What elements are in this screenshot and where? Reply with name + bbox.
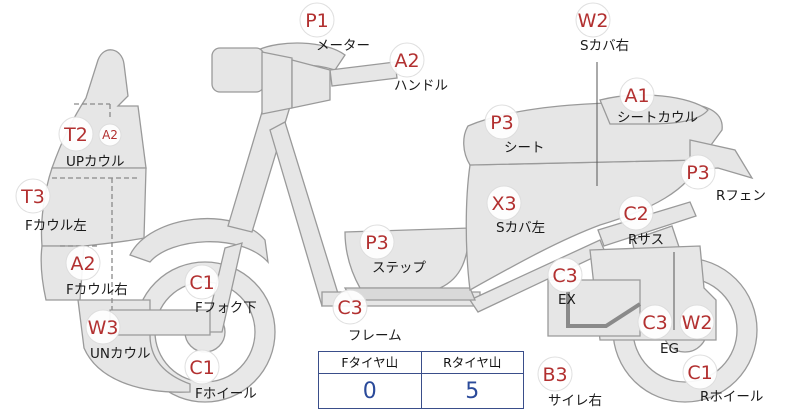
code-muffler-right: B3 [542, 364, 567, 386]
label-r-sus: Rサス [628, 232, 664, 248]
code-seat-cowl: A1 [624, 85, 649, 107]
code-s-cover-right: W2 [578, 10, 609, 32]
tread-value-front: 0 [319, 374, 422, 409]
code-s-cover-left-badge [486, 185, 522, 221]
leader-lines [596, 62, 675, 330]
label-un-cowl: UNカウル [90, 346, 150, 362]
label-f-cowl-left: Fカウル左 [25, 218, 87, 234]
code-un-cowl: W3 [88, 317, 119, 339]
code-handle: A2 [394, 50, 419, 72]
s-cover-left-shape [465, 159, 701, 292]
code-r-fender-badge [680, 154, 716, 190]
tread-header-front: Fタイヤ山 [319, 352, 422, 373]
code-handle-badge [389, 42, 425, 78]
up-cowl-shape [51, 49, 147, 169]
code-f-wheel-badge [184, 349, 220, 385]
code2-eg: W2 [682, 312, 713, 334]
code-r-sus: C2 [623, 203, 648, 225]
code-r-wheel-badge [682, 354, 718, 390]
label-s-cover-right: Sカバ右 [580, 38, 629, 54]
code-seat: P3 [490, 112, 514, 134]
code-f-cowl-right: A2 [70, 253, 95, 275]
label-step: ステップ [372, 260, 426, 276]
label-f-fork-lower: Fフォク下 [195, 300, 257, 316]
code-step-badge [359, 224, 395, 260]
f-cowl-left-shape [40, 167, 147, 247]
code-f-cowl-right-badge [65, 245, 101, 281]
code-s-cover-right-badge [575, 2, 611, 38]
code-seat-cowl-badge [619, 77, 655, 113]
tread-table: Fタイヤ山 Rタイヤ山 0 5 [318, 351, 524, 409]
handle-shape [329, 61, 398, 87]
code-up-cowl-badge [58, 116, 94, 152]
label-seat-cowl: シートカウル [617, 110, 698, 126]
code-meter-badge [299, 2, 335, 38]
subcode-up-cowl-badge [98, 123, 122, 147]
code-ex: C3 [552, 265, 577, 287]
code-up-cowl: T2 [63, 124, 88, 146]
code-r-fender: P3 [686, 162, 710, 184]
label-r-wheel: Rホイール [700, 389, 763, 405]
code-eg: C3 [642, 312, 667, 334]
tread-value-rear: 5 [465, 379, 480, 404]
label-meter: メーター [316, 38, 370, 54]
code-frame: C3 [337, 297, 362, 319]
label-up-cowl: UPカウル [66, 154, 125, 170]
label-f-wheel: Fホイール [195, 386, 257, 402]
headlight-shape [211, 47, 331, 115]
code-step: P3 [365, 232, 389, 254]
code-f-wheel: C1 [189, 357, 214, 379]
code-eg-badge [637, 304, 673, 340]
code-r-wheel: C1 [687, 362, 712, 384]
label-f-cowl-right: Fカウル右 [66, 282, 128, 298]
code-un-cowl-badge [85, 309, 121, 345]
code-f-fork-lower: C1 [189, 272, 214, 294]
subcode-up-cowl: A2 [102, 128, 118, 142]
tread-header-rear: Rタイヤ山 [443, 355, 502, 370]
code-muffler-right-badge [537, 356, 573, 392]
label-frame: フレーム [348, 328, 402, 344]
code-r-sus-badge [618, 195, 654, 231]
front-fender-shape [129, 217, 269, 264]
label-eg: EG [660, 341, 679, 357]
ex-shape [547, 279, 641, 337]
label-handle: ハンドル [394, 78, 448, 94]
label-ex: EX [558, 292, 576, 308]
code2-eg-badge [679, 304, 715, 340]
code-frame-badge [332, 289, 368, 325]
code-s-cover-left: X3 [491, 193, 516, 215]
code-f-cowl-left-badge [15, 178, 51, 214]
label-r-fender: Rフェン [716, 188, 766, 204]
ex-pipe [566, 292, 642, 328]
code-f-cowl-left: T3 [20, 186, 45, 208]
label-muffler-right: サイレ右 [548, 393, 602, 409]
front-fork-shape [204, 242, 243, 333]
code-ex-badge [547, 257, 583, 293]
code-seat-badge [484, 104, 520, 140]
label-seat: シート [504, 140, 545, 156]
label-s-cover-left: Sカバ左 [496, 220, 545, 236]
code-meter: P1 [305, 10, 329, 32]
code-f-fork-lower-badge [184, 264, 220, 300]
